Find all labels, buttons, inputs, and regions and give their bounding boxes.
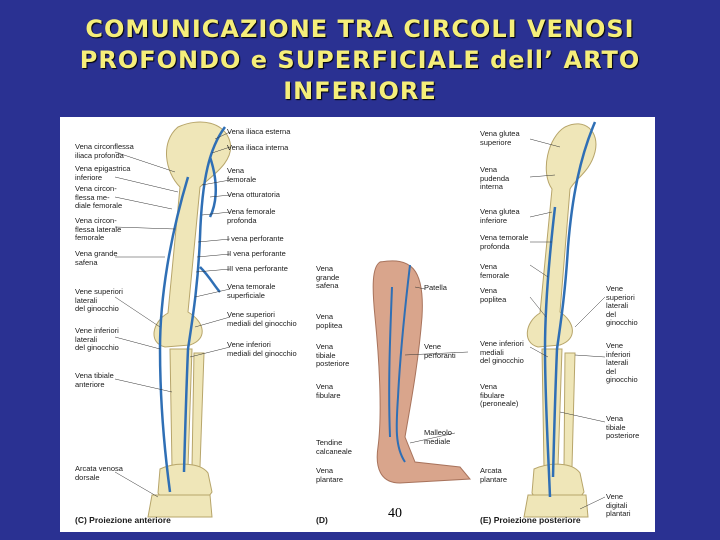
- posterior-veins: [543, 121, 597, 498]
- label-e-inferior-medial-genicular: Vene inferiori mediali del ginocchio: [480, 339, 524, 366]
- label-d-medial-malleolus: Malleolo mediale: [424, 428, 452, 446]
- label-e-superior-lateral-genicular: Vene superiori laterali del ginocchio: [606, 284, 638, 328]
- title-line-3: INFERIORE: [283, 77, 437, 105]
- label-second-perforating: II vena perforante: [227, 249, 286, 258]
- label-e-deep-femoral: Vena temorale profonda: [480, 233, 529, 251]
- label-dorsal-venous-arch: Arcata venosa dorsale: [75, 464, 123, 482]
- label-d-plantar: Vena plantare: [316, 466, 344, 484]
- label-inferior-epigastric: Vena epigastrica inferiore: [75, 164, 131, 182]
- label-first-perforating: I vena perforante: [227, 234, 284, 243]
- caption-medial: (D): [316, 515, 328, 525]
- label-inferior-medial-genicular: Vene inferiori mediali del ginocchio: [227, 340, 297, 358]
- medial-veins: [388, 264, 411, 463]
- caption-anterior: (C) Proiezione anteriore: [75, 515, 171, 525]
- label-e-femoral: Vena femorale: [480, 262, 510, 280]
- label-superior-lateral-genicular: Vene superiori laterali del ginocchio: [75, 287, 123, 314]
- slide-title: COMUNICAZIONE TRA CIRCOLI VENOSI PROFOND…: [0, 14, 720, 107]
- page-number: 40: [388, 506, 402, 521]
- label-d-posterior-tibial: Vena tibiale posteriore: [316, 342, 350, 369]
- label-internal-iliac: Vena iliaca interna: [227, 143, 289, 152]
- label-third-perforating: III vena perforante: [227, 264, 288, 273]
- label-superior-medial-genicular: Vene superiori mediali del ginocchio: [227, 310, 297, 328]
- label-d-patella: Patella: [424, 283, 447, 292]
- label-d-calcaneal-tendon: Tendine calcaneale: [316, 438, 352, 456]
- leg-illustration: [114, 121, 606, 518]
- posterior-leg-bones: [523, 123, 597, 518]
- label-d-fibular: Vena fibulare: [316, 382, 341, 400]
- label-e-posterior-tibial: Vena tibiale posteriore: [606, 414, 640, 441]
- label-anterior-tibial: Vena tibiale anteriore: [75, 371, 114, 389]
- label-obturator: Vena otturatoria: [227, 190, 280, 199]
- label-e-fibular: Vena fibulare (peroneale): [480, 382, 519, 409]
- title-line-1: COMUNICAZIONE TRA CIRCOLI VENOSI: [85, 15, 635, 43]
- label-medial-circumflex-femoral: Vena circon- flessa me- diale femorale: [75, 184, 123, 211]
- label-e-internal-pudendal: Vena pudenda interna: [480, 165, 510, 192]
- label-great-saphenous: Vena grande safena: [75, 249, 118, 267]
- label-femoral: Vena femorale: [227, 166, 257, 184]
- anterior-leg-bones: [147, 121, 232, 518]
- label-d-great-saphenous: Vena grande safena: [316, 264, 340, 291]
- title-line-2: PROFONDO e SUPERFICIALE dell’ ARTO: [79, 46, 641, 74]
- label-d-perforating: Vene perforanti: [424, 342, 456, 360]
- label-superficial-femoral: Vena temorale superficiale: [227, 282, 276, 300]
- label-inferior-lateral-genicular: Vene inferiori laterali del ginocchio: [75, 326, 119, 353]
- label-e-plantar-digital: Vene digitali plantari: [606, 492, 631, 519]
- caption-posterior: (E) Proiezione posteriore: [480, 515, 581, 525]
- label-deep-femoral: Vena femorale profonda: [227, 207, 276, 225]
- leader-lines: [114, 131, 606, 510]
- medial-leg: [372, 260, 472, 484]
- label-e-plantar-arch: Arcata plantare: [480, 466, 508, 484]
- label-e-superior-gluteal: Vena glutea superiore: [480, 129, 520, 147]
- label-e-inferior-lateral-genicular: Vene inferiori laterali del ginocchio: [606, 341, 638, 385]
- label-external-iliac: Vena iliaca esterna: [227, 127, 291, 136]
- label-circumflex-iliac-deep: Vena circonflessa iliaca profonda: [75, 142, 134, 160]
- label-e-popliteal: Vena poplitea: [480, 286, 507, 304]
- label-lateral-circumflex-femoral: Vena circon- flessa laterale femorale: [75, 216, 122, 243]
- label-e-inferior-gluteal: Vena glutea inferiore: [480, 207, 520, 225]
- label-d-popliteal: Vena poplitea: [316, 312, 343, 330]
- anatomy-figure: Vena circonflessa iliaca profonda Vena e…: [60, 117, 655, 532]
